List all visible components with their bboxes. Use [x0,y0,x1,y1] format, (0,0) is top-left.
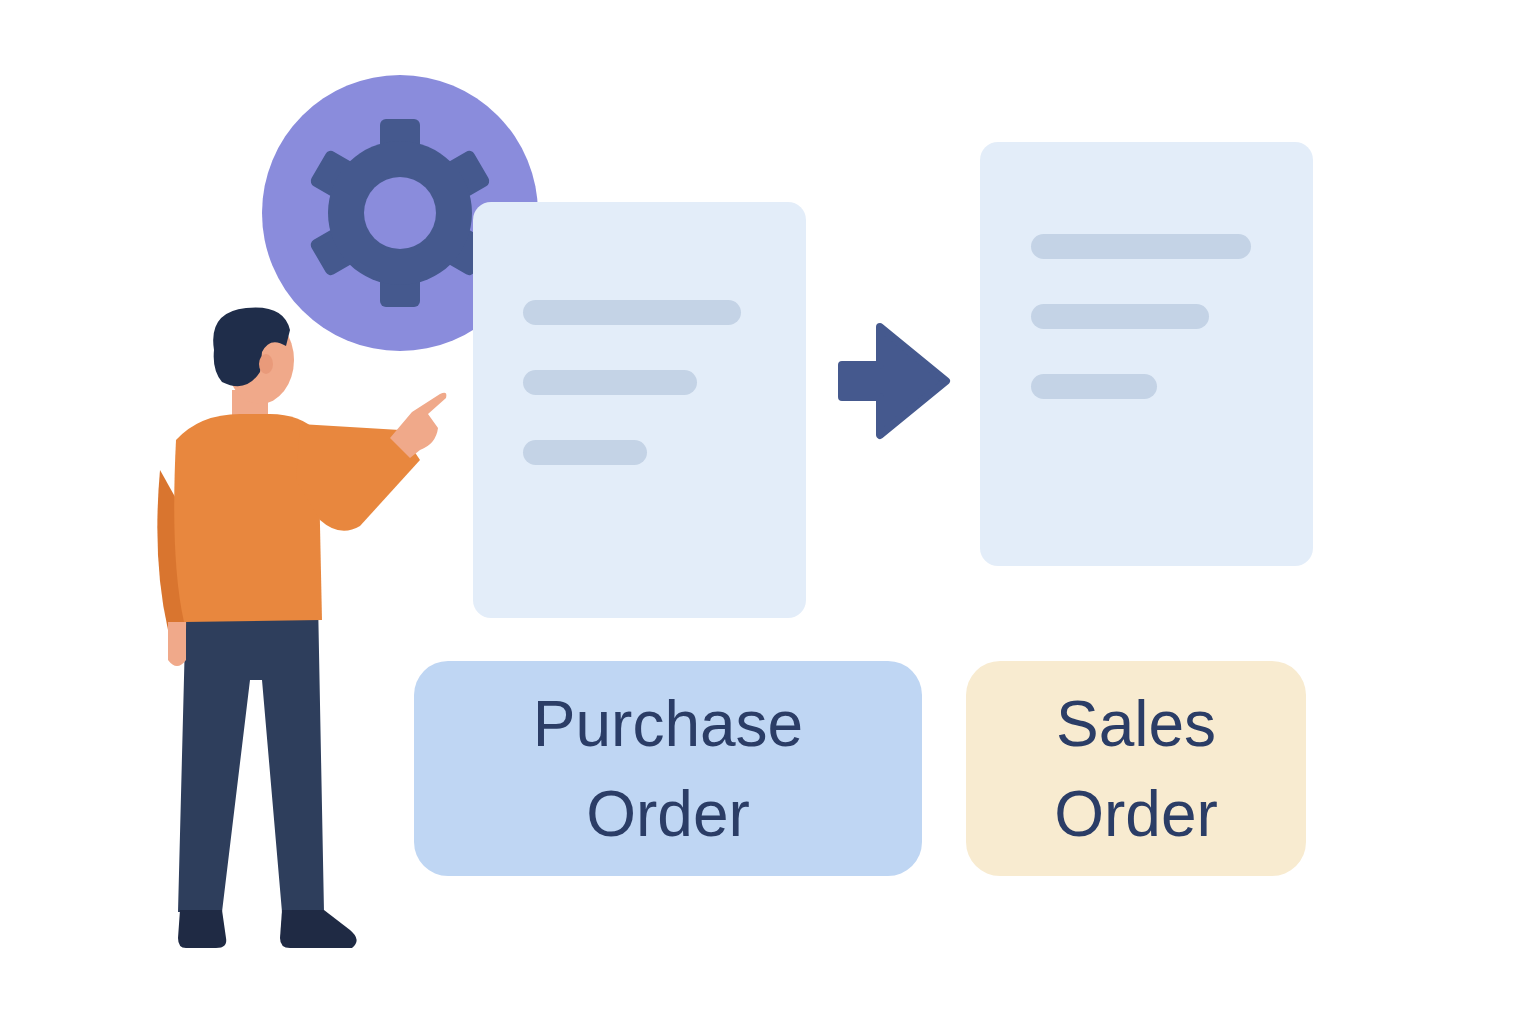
person-figure [157,307,446,948]
order-label-box: Purchase Order [414,661,922,876]
text-line-placeholder [523,440,647,465]
flow-arrow [842,327,946,435]
text-line-placeholder [523,370,697,395]
text-line-placeholder [1031,374,1157,399]
text-line-placeholder [1031,304,1209,329]
text-line-placeholder [523,300,741,325]
order-label: Purchase Order [533,679,803,859]
document-card: Purchase Order [473,202,806,618]
order-label-box: Sales Order [966,661,1306,876]
text-line-placeholder [1031,234,1251,259]
document-card: Sales Order [980,142,1313,566]
order-label: Sales Order [1054,679,1218,859]
gear-icon [309,119,492,307]
